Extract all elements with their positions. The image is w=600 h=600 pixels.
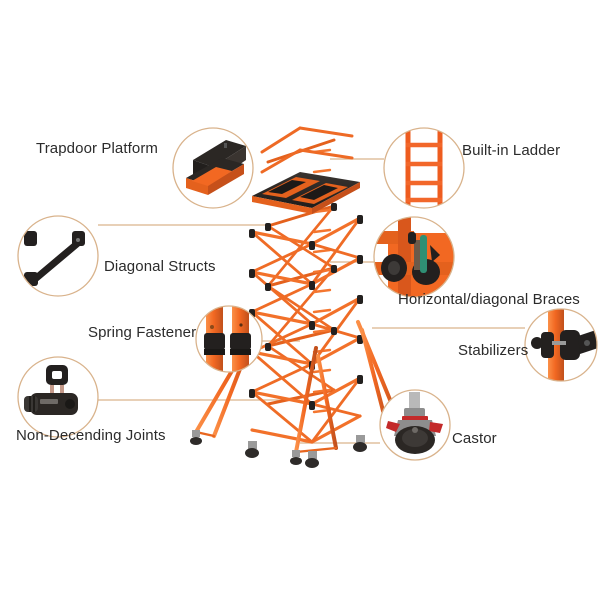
- label-stabilizers: Stabilizers: [458, 342, 529, 359]
- ladder-icon: [384, 128, 464, 208]
- callout-stabilizers[interactable]: [524, 308, 598, 382]
- trapdoor-platform-icon: [173, 128, 253, 208]
- callout-circle-trapdoor-platform: [172, 127, 254, 209]
- label-horizontal-diagonal-braces: Horizontal/diagonal Braces: [398, 291, 580, 308]
- non-descending-joint-icon: [18, 357, 98, 437]
- callout-built-in-ladder[interactable]: [383, 127, 465, 209]
- label-built-in-ladder: Built-in Ladder: [462, 142, 561, 159]
- scaffold-tower: [190, 125, 406, 468]
- label-castor: Castor: [452, 430, 497, 447]
- label-diagonal-structs: Diagonal Structs: [104, 258, 216, 275]
- callout-spring-fastener[interactable]: [195, 305, 263, 373]
- stabilizer-clamp-icon: [525, 309, 597, 381]
- callout-circle-built-in-ladder: [383, 127, 465, 209]
- tower-braces-front: [250, 216, 362, 444]
- callout-circle-castor: [379, 389, 451, 461]
- leader-lines: [98, 158, 525, 444]
- callout-circle-horizontal-diagonal-braces: [373, 216, 455, 298]
- label-spring-fastener: Spring Fastener: [88, 324, 197, 341]
- diagonal-strut-icon: [18, 216, 98, 296]
- callout-circle-stabilizers: [524, 308, 598, 382]
- callout-diagonal-structs[interactable]: [17, 215, 99, 297]
- tower-deck-platform: [252, 172, 360, 214]
- callout-castor[interactable]: [379, 389, 451, 461]
- callout-trapdoor-platform[interactable]: [172, 127, 254, 209]
- label-non-decending-joints: Non-Decending Joints: [16, 427, 166, 444]
- callout-non-decending-joints[interactable]: [17, 356, 99, 438]
- callout-horizontal-diagonal-braces[interactable]: [373, 216, 455, 298]
- spring-fastener-icon: [196, 306, 262, 372]
- callout-circle-spring-fastener: [195, 305, 263, 373]
- label-trapdoor-platform: Trapdoor Platform: [36, 140, 159, 157]
- callout-circle-diagonal-structs: [17, 215, 99, 297]
- callout-circle-non-decending-joints: [17, 356, 99, 438]
- castor-wheel-icon: [380, 390, 450, 460]
